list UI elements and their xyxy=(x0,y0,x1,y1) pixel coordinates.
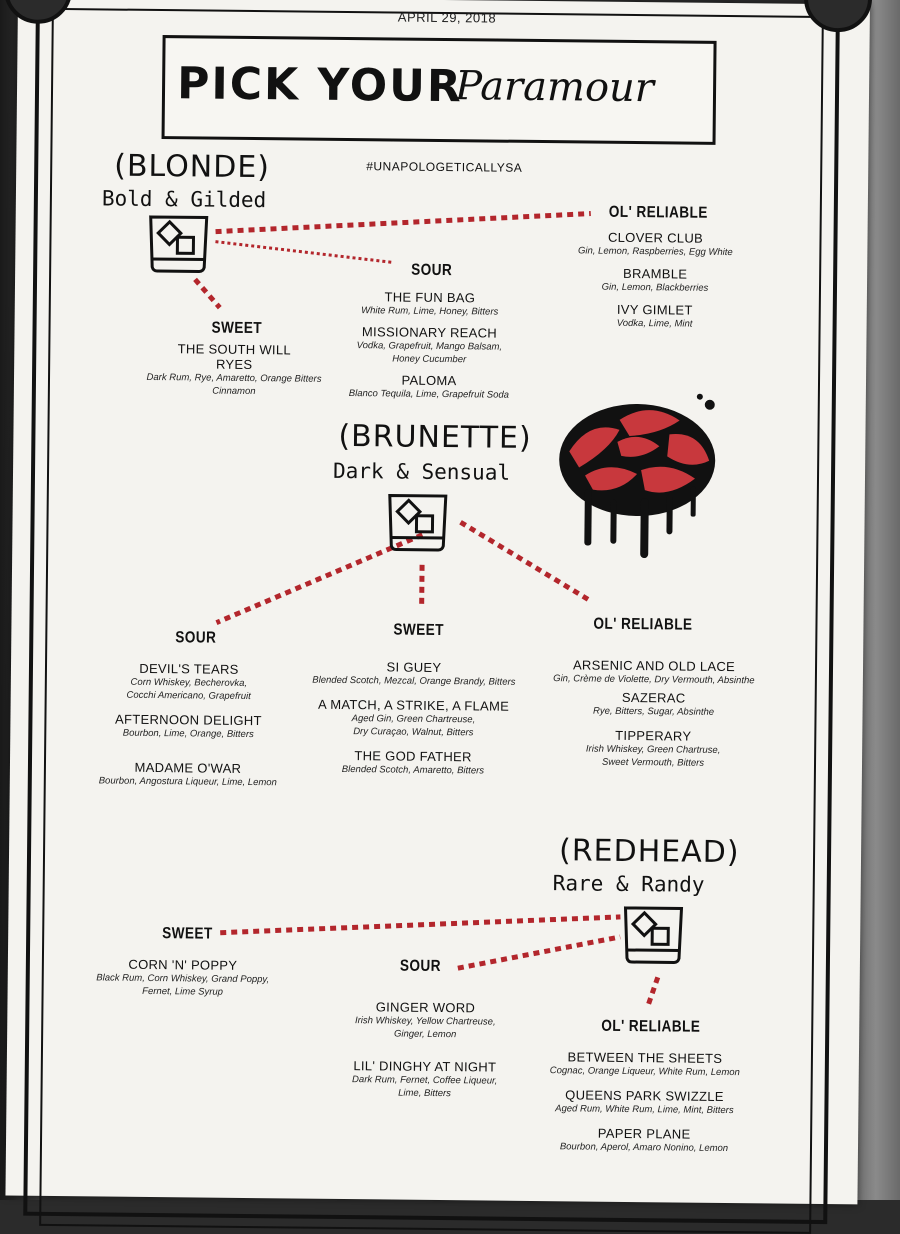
blonde-sour-list: THE FUN BAG White Rum, Lime, Honey, Bitt… xyxy=(339,289,520,402)
redhead-sweet-label: SWEET xyxy=(162,925,213,944)
brunette-tagline: Dark & Sensual xyxy=(333,459,510,485)
redhead-olreliable-list: BETWEEN THE SHEETS Cognac, Orange Liqueu… xyxy=(534,1049,755,1155)
drink-ingredients: Rye, Bitters, Sugar, Absinthe xyxy=(538,704,768,719)
connector-redhead-sour xyxy=(458,935,620,970)
drink-ingredients: White Rum, Lime, Honey, Bitters xyxy=(340,304,520,319)
drink-ingredients: Fernet, Lime Syrup xyxy=(78,984,288,999)
drink-ingredients: Ginger, Lemon xyxy=(325,1027,525,1042)
drink-ingredients: Black Rum, Corn Whiskey, Grand Poppy, xyxy=(78,971,288,986)
brunette-sweet-list: SI GUEY Blended Scotch, Mezcal, Orange B… xyxy=(293,658,534,778)
drink-ingredients: Gin, Lemon, Blackberries xyxy=(575,280,735,295)
rocks-glass-icon xyxy=(147,215,210,274)
brunette-sour-label: SOUR xyxy=(175,629,216,647)
connector-blonde-sweet xyxy=(195,279,220,307)
redhead-sour-list: GINGER WORD Irish Whiskey, Yellow Chartr… xyxy=(324,999,525,1101)
connector-redhead-sweet xyxy=(220,913,620,937)
drink-ingredients: Dry Curaçao, Walnut, Bitters xyxy=(293,724,533,740)
drink-name: AFTERNOON DELIGHT xyxy=(88,711,288,728)
drink-ingredients: Vodka, Grapefruit, Mango Balsam, xyxy=(339,339,519,354)
connector-blonde-sour xyxy=(215,242,393,263)
menu-paper: APRIL 29, 2018 PICK YOUR Paramour #UNAPO… xyxy=(5,0,870,1204)
drink-ingredients: Vodka, Lime, Mint xyxy=(575,316,735,331)
drink-ingredients: Bourbon, Angostura Liqueur, Lime, Lemon xyxy=(88,774,288,789)
drink-ingredients: Cognac, Orange Liqueur, White Rum, Lemon xyxy=(535,1064,755,1079)
drink-ingredients: Lime, Bitters xyxy=(324,1086,524,1101)
drink-ingredients: Sweet Vermouth, Bitters xyxy=(538,755,768,770)
drink-ingredients: Blanco Tequila, Lime, Grapefruit Soda xyxy=(339,387,519,402)
drink-ingredients: Dark Rum, Rye, Amaretto, Orange Bitters xyxy=(144,371,324,386)
blonde-sour-label: SOUR xyxy=(411,262,452,280)
blonde-tagline: Bold & Gilded xyxy=(102,186,267,212)
redhead-heading: (REDHEAD) xyxy=(559,833,740,870)
drink-ingredients: Honey Cucumber xyxy=(339,352,519,367)
brunette-heading: (BRUNETTE) xyxy=(338,419,532,456)
redhead-sour-label: SOUR xyxy=(400,958,441,976)
redhead-tagline: Rare & Randy xyxy=(553,871,705,897)
brunette-sweet-label: SWEET xyxy=(393,622,444,641)
rocks-glass-icon xyxy=(386,493,449,552)
redhead-sweet-list: CORN 'N' POPPY Black Rum, Corn Whiskey, … xyxy=(78,956,288,999)
drink-name: IVY GIMLET xyxy=(575,301,735,318)
drink-name: BRAMBLE xyxy=(575,265,735,282)
drink-ingredients: Gin, Lemon, Raspberries, Egg White xyxy=(575,244,735,259)
drink-ingredients: Cocchi Americano, Grapefruit xyxy=(89,688,289,703)
connector-redhead-olreliable xyxy=(647,977,657,1007)
drink-ingredients: Irish Whiskey, Yellow Chartreuse, xyxy=(325,1014,525,1029)
blonde-sweet-label: SWEET xyxy=(211,320,262,339)
drink-ingredients: Cinnamon xyxy=(144,384,324,399)
connector-blonde-olreliable xyxy=(216,210,591,236)
drink-ingredients: Dark Rum, Fernet, Coffee Liqueur, xyxy=(325,1073,525,1088)
drink-ingredients: Blended Scotch, Mezcal, Orange Brandy, B… xyxy=(294,673,534,689)
blonde-olreliable-list: CLOVER CLUB Gin, Lemon, Raspberries, Egg… xyxy=(575,229,736,331)
brunette-sour-list: DEVIL'S TEARS Corn Whiskey, Becherovka, … xyxy=(88,660,289,789)
blonde-olreliable-label: OL' RELIABLE xyxy=(609,204,708,223)
drink-ingredients: Bourbon, Lime, Orange, Bitters xyxy=(88,726,288,741)
drink-ingredients: Bourbon, Aperol, Amaro Nonino, Lemon xyxy=(534,1140,754,1155)
redhead-olreliable-label: OL' RELIABLE xyxy=(601,1018,700,1037)
drink-ingredients: Gin, Crème de Violette, Dry Vermouth, Ab… xyxy=(539,672,769,687)
drink-name: CLOVER CLUB xyxy=(575,229,735,246)
drink-ingredients: Aged Rum, White Rum, Lime, Mint, Bitters xyxy=(534,1102,754,1117)
blonde-heading: (BLONDE) xyxy=(114,149,270,186)
drink-ingredients: Blended Scotch, Amaretto, Bitters xyxy=(293,762,533,778)
brunette-olreliable-list: ARSENIC AND OLD LACE Gin, Crème de Viole… xyxy=(538,657,769,770)
rocks-glass-icon xyxy=(622,906,685,965)
drink-name: A MATCH, A STRIKE, A FLAME xyxy=(294,696,534,714)
blonde-sweet-list: THE SOUTH WILL RYES Dark Rum, Rye, Amare… xyxy=(144,341,325,399)
brunette-olreliable-label: OL' RELIABLE xyxy=(593,616,692,635)
rose-icon xyxy=(548,389,730,559)
